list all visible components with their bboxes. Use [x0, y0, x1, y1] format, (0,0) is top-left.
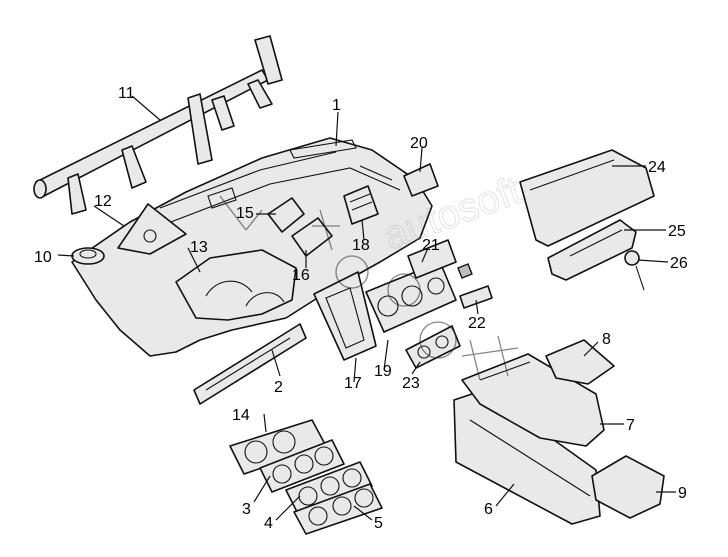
callout-9: 9: [678, 485, 687, 502]
callout-12: 12: [94, 193, 112, 210]
callout-2: 2: [274, 379, 283, 396]
callout-6: 6: [484, 501, 493, 518]
part-glovebox-lid: [519, 149, 655, 247]
callout-14: 14: [232, 407, 250, 424]
part-speaker: [71, 247, 105, 265]
callout-17: 17: [344, 375, 362, 392]
part-centre-stack-frame: [313, 271, 377, 361]
callout-21: 21: [422, 237, 440, 254]
callout-1: 1: [332, 97, 341, 114]
part-radio-unit: [407, 239, 457, 279]
part-vent-16: [291, 217, 333, 257]
callout-23: 23: [402, 375, 420, 392]
part-console-armrest: [461, 353, 605, 447]
callout-19: 19: [374, 363, 392, 380]
callout-4: 4: [264, 515, 273, 532]
part-glovebox-lock: [624, 250, 645, 291]
callout-18: 18: [352, 237, 370, 254]
callout-11: 11: [118, 85, 135, 102]
watermark-graphic: [219, 195, 519, 381]
part-vent-15: [267, 197, 305, 233]
callout-22: 22: [468, 315, 486, 332]
part-heater-controls: [405, 325, 461, 369]
part-cluster-surround-5: [293, 483, 383, 535]
part-corner-panel: [117, 203, 187, 255]
callout-15: 15: [236, 205, 254, 222]
callout-labels: 1 2 3 4 5 6 7 8 9 10 11 12 13 14 15 16 1…: [34, 85, 688, 532]
callout-16: 16: [292, 267, 310, 284]
part-centre-fascia: [365, 261, 457, 333]
part-glovebox-tray: [547, 219, 637, 281]
callout-10: 10: [34, 249, 52, 266]
part-cluster-lens-4: [285, 461, 373, 515]
part-dashboard-panel: [71, 137, 433, 357]
callout-26: 26: [670, 255, 688, 272]
leader-lines: [57, 95, 676, 521]
part-console-rear-box: [591, 455, 665, 519]
part-centre-vents: [343, 185, 379, 225]
callout-13: 13: [190, 239, 208, 256]
part-side-vent: [403, 163, 439, 197]
part-console-lid: [545, 339, 615, 385]
callout-7: 7: [626, 417, 635, 434]
callout-3: 3: [242, 501, 251, 518]
part-cluster-bezel-3: [259, 439, 345, 493]
callout-25: 25: [668, 223, 686, 240]
callout-24: 24: [648, 159, 666, 176]
part-switch-strip: [457, 263, 493, 309]
callout-5: 5: [374, 515, 383, 532]
part-cluster-hood: [175, 249, 297, 321]
callout-8: 8: [602, 331, 611, 348]
callout-20: 20: [410, 135, 428, 152]
part-cross-car-beam: [33, 35, 283, 215]
part-lower-trim: [193, 323, 307, 405]
